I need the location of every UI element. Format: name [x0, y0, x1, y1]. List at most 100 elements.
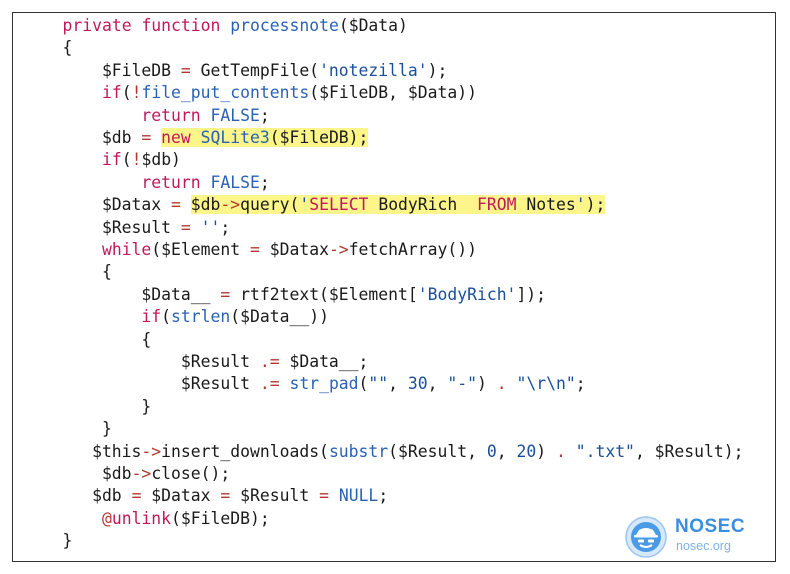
- code-token: ($Result,: [388, 441, 487, 461]
- code-line: $Result = '';: [23, 217, 230, 239]
- code-token: =: [180, 60, 191, 80]
- code-line: $Datax = $db->query('SELECT BodyRich FRO…: [23, 194, 606, 216]
- code-token: $Datax: [259, 240, 329, 259]
- code-token: $Data__: [23, 284, 221, 304]
- code-token: substr: [328, 441, 389, 461]
- code-token: ,: [388, 374, 408, 394]
- code-token: [23, 106, 141, 125]
- code-token: private: [62, 16, 132, 35]
- code-token: while: [101, 240, 152, 259]
- code-token: SQLite3: [200, 128, 270, 147]
- code-token: ->: [328, 240, 349, 259]
- code-token: $Result: [23, 374, 260, 394]
- code-token: NULL: [338, 486, 379, 506]
- code-token: [23, 83, 102, 102]
- code-token: $db: [190, 195, 221, 215]
- code-token: {: [23, 262, 112, 282]
- code-token: ,: [427, 374, 448, 394]
- code-token: if: [141, 307, 162, 327]
- code-token: 20: [516, 441, 537, 461]
- code-token: [181, 195, 191, 214]
- code-token: fetchArray()): [348, 240, 477, 259]
- code-token: );: [427, 60, 448, 80]
- spy-hat-icon: [625, 516, 667, 558]
- code-token: "-": [447, 374, 478, 394]
- code-token: ;: [378, 486, 389, 506]
- code-token: }: [23, 396, 152, 416]
- code-token: $Result: [23, 217, 181, 237]
- code-token: "\r\n": [516, 374, 576, 394]
- code-line: {: [23, 261, 112, 283]
- code-token: GetTempFile(: [190, 60, 320, 80]
- code-token: [23, 240, 102, 259]
- code-token: $db): [141, 150, 181, 170]
- code-token: [191, 218, 201, 237]
- code-token: unlink: [111, 508, 172, 528]
- code-token: [23, 509, 102, 528]
- code-token: !: [131, 83, 142, 103]
- code-line: }: [23, 530, 72, 552]
- code-token: ': [575, 195, 586, 215]
- code-token: FALSE: [210, 172, 260, 192]
- code-line: while($Element = $Datax->fetchArray()): [23, 239, 477, 261]
- code-token: (: [161, 307, 172, 327]
- code-line: if(strlen($Data__)): [23, 306, 329, 328]
- code-token: =: [220, 486, 231, 506]
- code-token: =: [171, 195, 181, 215]
- code-line: $Result .= str_pad("", 30, "-") . "\r\n"…: [23, 373, 586, 395]
- code-token: ,: [496, 441, 517, 461]
- code-line: return FALSE;: [23, 172, 269, 194]
- code-line: @unlink($FileDB);: [23, 508, 270, 530]
- code-token: .=: [259, 352, 280, 371]
- code-token: 0: [486, 441, 497, 461]
- code-token: $FileDB: [23, 60, 181, 80]
- code-token: close();: [151, 464, 231, 483]
- code-line: {: [23, 37, 72, 59]
- code-token: );: [585, 195, 606, 215]
- code-token: =: [220, 284, 231, 304]
- code-token: [132, 16, 142, 35]
- code-token: return: [141, 172, 201, 192]
- code-token: FROM: [477, 195, 517, 215]
- code-line: }: [23, 396, 151, 418]
- code-token: [23, 150, 102, 169]
- code-token: [507, 374, 517, 393]
- nosec-logo: NOSEC nosec.org: [625, 511, 785, 563]
- code-line: $db = $Datax = $Result = NULL;: [23, 485, 388, 507]
- logo-title: NOSEC: [675, 516, 746, 537]
- code-token: =: [319, 486, 329, 506]
- code-token: [201, 173, 211, 192]
- code-token: , $Result);: [634, 441, 744, 461]
- code-block: private function processnote($Data) { $F…: [13, 13, 775, 561]
- code-token: $Result: [23, 352, 260, 371]
- code-line: private function processnote($Data): [23, 15, 407, 37]
- code-token: [23, 307, 141, 326]
- code-token: =: [249, 240, 260, 259]
- code-line: $Data__ = rtf2text($Element['BodyRich'])…: [23, 284, 546, 306]
- code-token: [151, 128, 161, 147]
- code-token: =: [180, 217, 191, 237]
- code-token: query(: [240, 195, 300, 215]
- code-token: ): [477, 374, 497, 394]
- code-token: 'notezilla': [319, 60, 428, 80]
- code-token: ($Element: [151, 240, 250, 259]
- code-token: $Result: [230, 486, 320, 506]
- code-token: ($FileDB);: [171, 508, 270, 528]
- logo-subtitle: nosec.org: [676, 539, 731, 553]
- code-token: [280, 374, 290, 393]
- code-token: processnote: [230, 16, 339, 35]
- code-line: $db = new SQLite3($FileDB);: [23, 127, 369, 149]
- code-line: $Result .= $Data__;: [23, 351, 369, 373]
- code-line: $this->insert_downloads(substr($Result, …: [23, 441, 744, 463]
- code-token: .=: [259, 374, 280, 394]
- code-token: 30: [407, 374, 428, 394]
- code-token: {: [23, 38, 73, 58]
- code-token: [23, 173, 141, 192]
- code-token: [190, 128, 201, 147]
- code-token: new: [161, 128, 191, 147]
- code-token: !: [131, 150, 142, 170]
- code-token: $Datax: [23, 195, 172, 215]
- code-token: "": [368, 374, 389, 394]
- code-token: ($FileDB, $Data)): [309, 83, 477, 103]
- code-line: $db->close();: [23, 463, 230, 485]
